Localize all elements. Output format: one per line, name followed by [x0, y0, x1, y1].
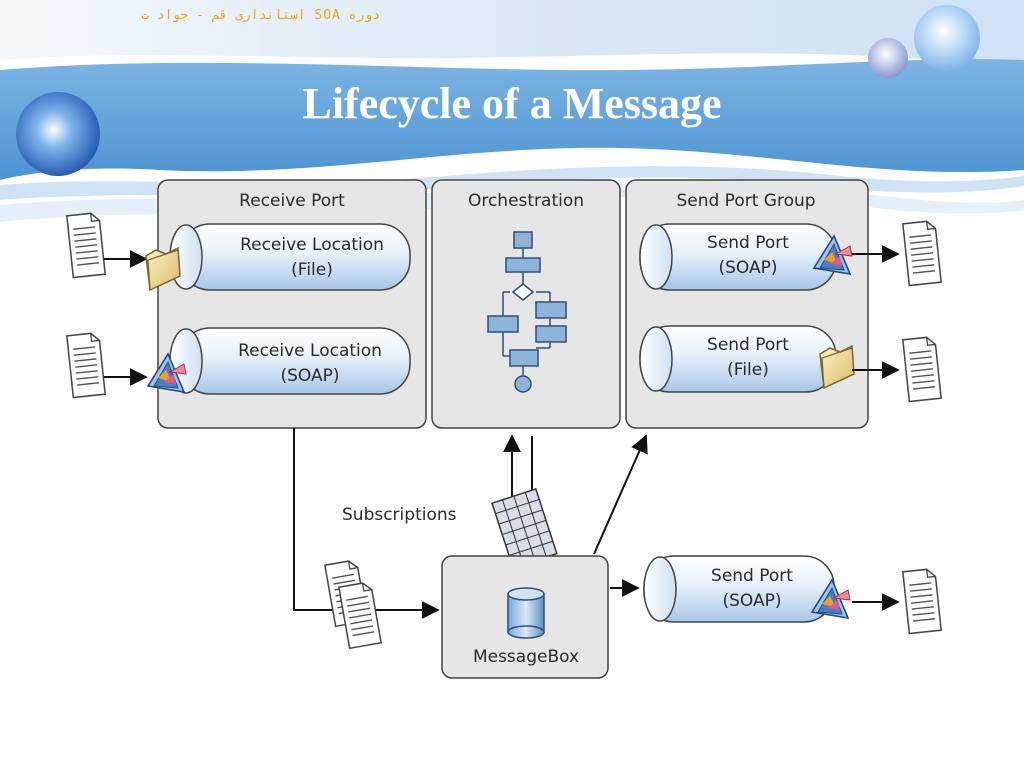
send-port-file-line1: Send Port: [707, 335, 789, 355]
send-port-soap-line2: (SOAP): [718, 258, 777, 278]
send-port-file-line2: (File): [727, 360, 769, 380]
subscriptions-label: Subscriptions: [342, 505, 457, 525]
messagebox-label: MessageBox: [473, 647, 579, 667]
slide-title: Lifecycle of a Message: [302, 79, 722, 128]
receive-location-soap: Receive Location (SOAP): [169, 327, 411, 395]
send-port-soap: Send Port (SOAP): [639, 223, 837, 291]
header-note: دوره SOA استانداری قم - جواد ت: [141, 8, 380, 23]
standalone-send-port-soap: Send Port (SOAP): [643, 555, 835, 623]
outgoing-document-icon: [902, 567, 942, 635]
decor-orb-right: [914, 5, 980, 71]
standalone-send-port-line1: Send Port: [711, 566, 793, 586]
receive-location-soap-line1: Receive Location: [238, 341, 382, 361]
outgoing-document-icon: [902, 335, 942, 403]
database-icon: [507, 587, 545, 639]
message-document-icon: [338, 580, 382, 650]
subscriptions-table-icon: [491, 488, 558, 569]
orchestration-label: Orchestration: [468, 191, 584, 211]
send-port-file: Send Port (File): [639, 325, 837, 393]
orchestration-flow-icon: [487, 231, 567, 393]
incoming-document-icon: [66, 331, 106, 399]
incoming-document-icon: [66, 211, 106, 279]
send-port-soap-line1: Send Port: [707, 233, 789, 253]
receive-location-soap-line2: (SOAP): [280, 366, 339, 386]
decor-orb-large: [16, 92, 100, 176]
outgoing-document-icon: [902, 219, 942, 287]
receive-location-file: Receive Location (File): [169, 223, 411, 291]
orchestration-container: [431, 179, 621, 429]
decor-orb-small: [868, 38, 908, 78]
send-port-group-label: Send Port Group: [676, 191, 815, 211]
receive-location-file-line1: Receive Location: [240, 235, 384, 255]
receive-location-file-line2: (File): [291, 260, 333, 280]
standalone-send-port-line2: (SOAP): [722, 591, 781, 611]
receive-port-label: Receive Port: [239, 191, 345, 211]
